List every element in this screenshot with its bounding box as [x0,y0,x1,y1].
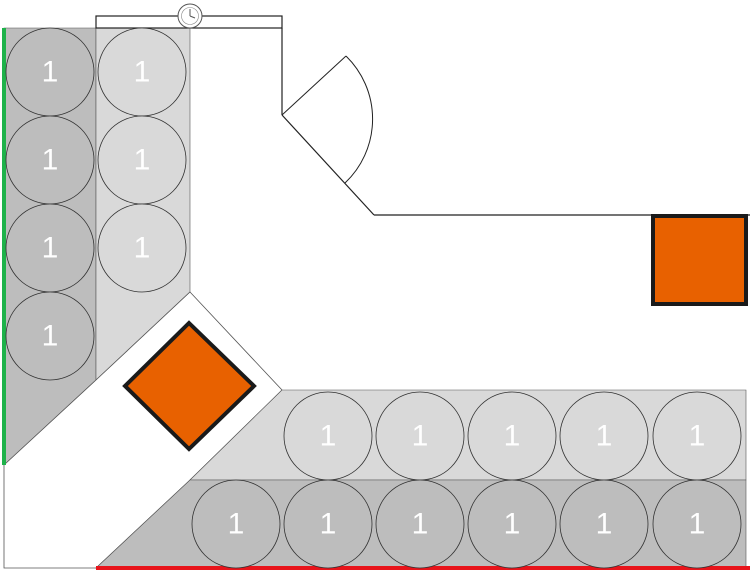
door-swing-icon [281,55,374,184]
svg-text:1: 1 [412,508,429,541]
svg-text:1: 1 [689,508,706,541]
svg-text:1: 1 [42,320,59,353]
svg-text:1: 1 [504,420,521,453]
left-inner-slots: 1 1 1 [97,27,187,293]
table-square-icon [122,320,257,452]
svg-text:1: 1 [42,232,59,265]
slot[interactable]: 1 [97,115,187,205]
bottom-upper-slots: 1 1 1 1 1 [283,391,742,481]
bottom-lower-slots: 1 1 1 1 1 1 [191,479,742,569]
svg-text:1: 1 [134,144,151,177]
slot[interactable]: 1 [467,479,557,569]
right-table[interactable] [651,214,748,306]
svg-text:1: 1 [320,420,337,453]
clock-icon[interactable] [177,3,203,29]
svg-text:1: 1 [42,144,59,177]
diagonal-wall [281,114,375,216]
diagonal-table[interactable] [122,320,257,452]
svg-text:1: 1 [596,420,613,453]
slot[interactable]: 1 [283,479,373,569]
slot[interactable]: 1 [652,479,742,569]
slot[interactable]: 1 [559,479,649,569]
svg-text:1: 1 [320,508,337,541]
slot[interactable]: 1 [375,479,465,569]
left-outer-slots: 1 1 1 1 [5,27,95,381]
wall-lines [95,15,750,216]
svg-text:1: 1 [504,508,521,541]
slot[interactable]: 1 [97,203,187,293]
svg-text:1: 1 [42,56,59,89]
svg-text:1: 1 [134,56,151,89]
slot[interactable]: 1 [467,391,557,481]
slot[interactable]: 1 [97,27,187,117]
svg-text:1: 1 [596,508,613,541]
slot[interactable]: 1 [283,391,373,481]
slot[interactable]: 1 [559,391,649,481]
svg-text:1: 1 [134,232,151,265]
slot[interactable]: 1 [5,27,95,117]
slot[interactable]: 1 [191,479,281,569]
svg-text:1: 1 [228,508,245,541]
slot[interactable]: 1 [5,115,95,205]
slot[interactable]: 1 [5,291,95,381]
svg-text:1: 1 [689,420,706,453]
slot[interactable]: 1 [652,391,742,481]
slot[interactable]: 1 [5,203,95,293]
slot[interactable]: 1 [375,391,465,481]
svg-text:1: 1 [412,420,429,453]
table-square-icon [651,214,748,306]
